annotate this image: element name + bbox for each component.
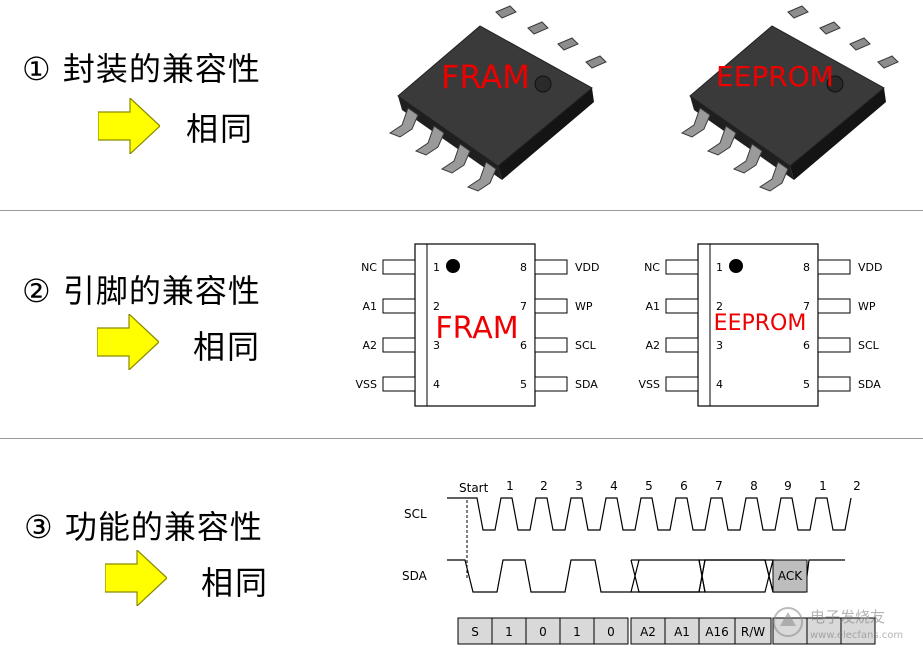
i2c-timing-diagram: Start SCL SDA 1 2 3 4 5 6 7 8 9 1 2 ACK [402,479,876,645]
svg-text:www.elecfans.com: www.elecfans.com [810,630,903,641]
clock-number: 1 [819,479,827,493]
pin-number: 1 [433,261,440,274]
eeprom-pinout-diagram: NC A1 A2 VSS 1 2 3 4 8 7 6 5 VDD WP SCL … [639,243,882,407]
svg-text:电子发烧友: 电子发烧友 [810,608,885,626]
ack-box [772,559,808,593]
bit-cell: 0 [607,625,615,639]
bit-cell: A16 [705,625,728,639]
pin-name-left: A1 [645,300,660,313]
eeprom-package-image [680,5,899,192]
sda-label: SDA [402,569,428,583]
pin-name-right: SDA [575,378,598,391]
clock-number: 6 [680,479,688,493]
clock-number: 2 [853,479,861,493]
section-2-result: 相同 [193,328,262,366]
pin-number: 6 [520,339,527,352]
pin-number: 7 [803,300,810,313]
pin-name-left: NC [361,261,377,274]
scl-waveform [447,497,852,531]
pin-name-left: A2 [362,339,377,352]
scl-label: SCL [404,507,427,521]
clock-number: 3 [575,479,583,493]
pin-name-right: SCL [858,339,880,352]
pin-name-right: WP [575,300,593,313]
pin-number: 3 [433,339,440,352]
clock-number: 9 [784,479,792,493]
right-arrow-icon [105,550,167,606]
clock-number: 8 [750,479,758,493]
pin-name-left: A2 [645,339,660,352]
elecfans-watermark-logo: 电子发烧友 www.elecfans.com [773,607,903,641]
bit-cell: 0 [539,625,547,639]
clock-number: 1 [506,479,514,493]
pin-name-left: A1 [362,300,377,313]
pin-number: 5 [803,378,810,391]
pin-number: 6 [803,339,810,352]
pin-number: 4 [433,378,440,391]
pin-number: 8 [803,261,810,274]
pin-number: 5 [520,378,527,391]
bit-cell: S [471,625,479,639]
pin-number: 2 [716,300,723,313]
right-arrow-icon [97,314,159,370]
pin-number: 1 [716,261,723,274]
section-1-heading: ① 封装的兼容性 [22,50,261,88]
ack-label: ACK [778,569,803,583]
pin-name-right: VDD [575,261,599,274]
fram-pinout-label: FRAM [435,311,518,346]
section-2-heading: ② 引脚的兼容性 [22,272,261,310]
bit-cell: 1 [573,625,581,639]
fram-package-image [388,5,607,192]
eeprom-package-label: EEPROM [716,60,834,93]
pin-name-left: NC [644,261,660,274]
right-arrow-icon [98,98,160,154]
fram-pinout-diagram: NC A1 A2 VSS 1 2 3 4 8 7 6 5 VDD WP SCL … [356,243,599,407]
section-3-heading: ③ 功能的兼容性 [24,508,263,546]
pin-number: 2 [433,300,440,313]
section-divider-1 [0,210,923,211]
clock-number: 4 [610,479,618,493]
pin-name-right: WP [858,300,876,313]
pin-number: 4 [716,378,723,391]
section-divider-2 [0,438,923,439]
section-3-result: 相同 [201,564,270,602]
bit-cell: A1 [674,625,690,639]
bit-cell: R/W [741,625,765,639]
pin-name-right: SCL [575,339,597,352]
clock-number: 2 [540,479,548,493]
pin-number: 7 [520,300,527,313]
eeprom-pinout-label: EEPROM [714,311,807,336]
pin-name-left: VSS [356,378,378,391]
clock-number: 7 [715,479,723,493]
bit-cell: 1 [505,625,513,639]
clock-number: 5 [645,479,653,493]
section-1-result: 相同 [186,110,255,148]
pin-number: 3 [716,339,723,352]
bit-cell: A2 [640,625,656,639]
pin-name-left: VSS [639,378,661,391]
pin-name-right: SDA [858,378,881,391]
pin-name-right: VDD [858,261,882,274]
pin-number: 8 [520,261,527,274]
fram-package-label: FRAM [441,58,530,96]
start-label: Start [459,481,489,495]
